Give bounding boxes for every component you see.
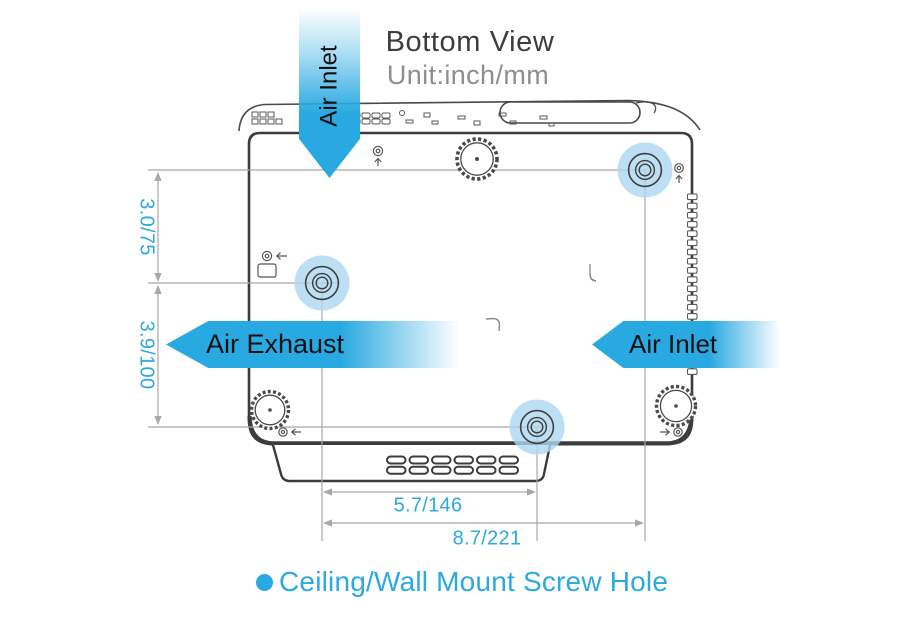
dimension-vertical-top: 3.0/75 (135, 198, 158, 256)
screw-marker-icons (257, 145, 684, 437)
legend: Ceiling/Wall Mount Screw Hole (256, 566, 668, 598)
projector-top-silhouette (238, 99, 701, 132)
air-exhaust-label: Air Exhaust (206, 329, 345, 359)
mount-screw-hole-left (294, 255, 350, 311)
unit-label: Unit:inch/mm (386, 60, 550, 90)
screw-hole-dot-icon (256, 573, 273, 591)
legend-text: Ceiling/Wall Mount Screw Hole (279, 566, 669, 597)
gear-foot-bottom-right (654, 384, 698, 428)
air-inlet-top-arrow: Air Inlet (299, 8, 360, 178)
gear-foot-bottom-left (249, 389, 291, 431)
dimension-horizontal-inner: 5.7/146 (393, 494, 463, 517)
dimension-horizontal-outer: 8.7/221 (452, 527, 522, 550)
gear-foot-top (455, 137, 499, 181)
mount-screw-hole-top-right (617, 142, 673, 198)
mount-screw-hole-bottom (509, 399, 565, 455)
bottom-vent-slots (386, 455, 519, 475)
air-exhaust-arrow: Air Exhaust (166, 321, 468, 368)
air-inlet-right-label: Air Inlet (629, 329, 718, 359)
dimension-arrowheads (154, 172, 644, 527)
dimension-vertical-bottom: 3.9/100 (135, 320, 158, 390)
corner-marks (485, 264, 597, 332)
rear-ports (251, 110, 555, 127)
air-inlet-right-arrow: Air Inlet (592, 321, 788, 368)
page-title: Bottom View (385, 26, 555, 58)
air-inlet-top-label: Air Inlet (315, 45, 343, 127)
